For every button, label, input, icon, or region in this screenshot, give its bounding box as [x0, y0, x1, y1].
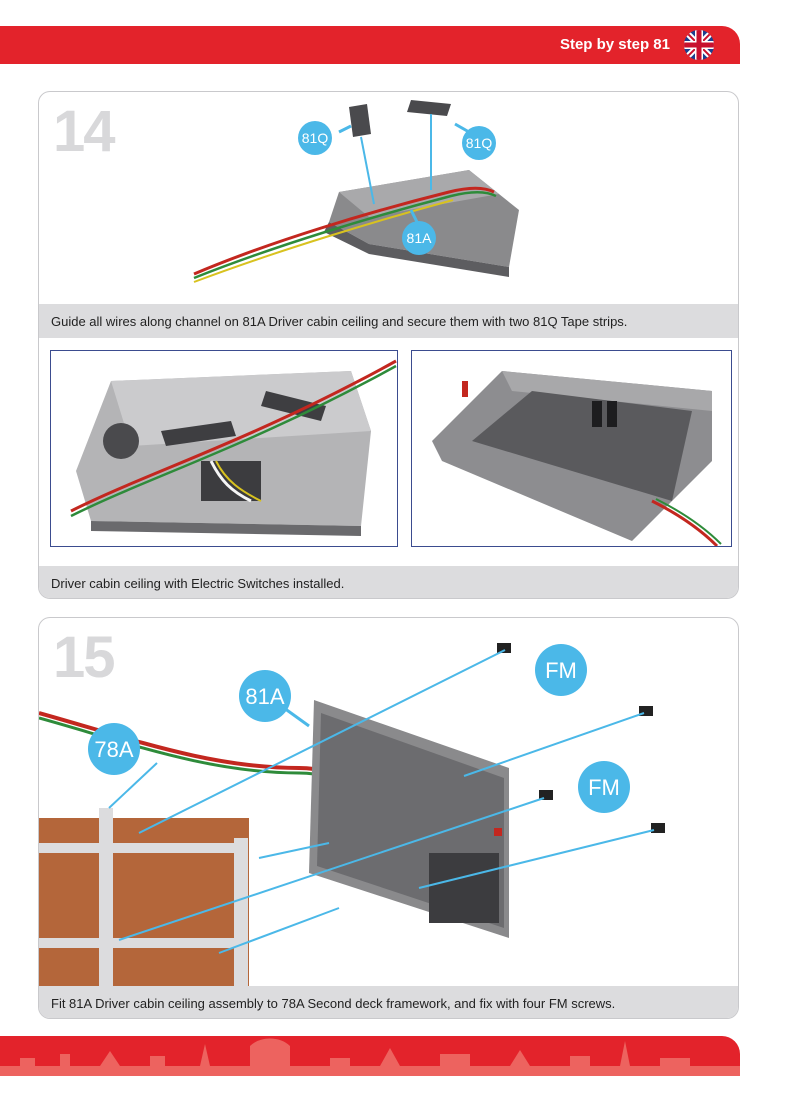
header-bar: Step by step 81 [0, 26, 740, 64]
label-fm-top: FM [545, 658, 577, 683]
detail-image-right [411, 350, 732, 547]
label-81a: 81A [245, 684, 284, 709]
step-14-illustration: 81Q 81Q 81A [39, 92, 739, 302]
page-title: Step by step 81 [560, 36, 670, 53]
detail-caption: Driver cabin ceiling with Electric Switc… [39, 566, 738, 599]
step-15-caption: Fit 81A Driver cabin ceiling assembly to… [39, 986, 738, 1019]
label-78a: 78A [94, 737, 133, 762]
ceiling-underside-illustration [412, 351, 732, 547]
detail-image-left [50, 350, 398, 547]
step-14-panel: 14 81Q 81Q 81A Guide all wires along cha… [38, 91, 739, 599]
london-skyline-icon [0, 1036, 740, 1076]
step-14-caption: Guide all wires along channel on 81A Dri… [39, 304, 738, 338]
label-fm-bottom: FM [588, 775, 620, 800]
uk-flag-icon [684, 30, 714, 60]
label-81a: 81A [407, 230, 433, 246]
label-81q-right: 81Q [466, 135, 493, 151]
step-15-illustration: 81A 78A FM FM [39, 618, 739, 988]
step-15-panel: 15 81A 78A FM F [38, 617, 739, 1019]
label-81q-left: 81Q [302, 130, 329, 146]
footer-skyline-bar [0, 1036, 740, 1076]
ceiling-switches-illustration [51, 351, 398, 547]
